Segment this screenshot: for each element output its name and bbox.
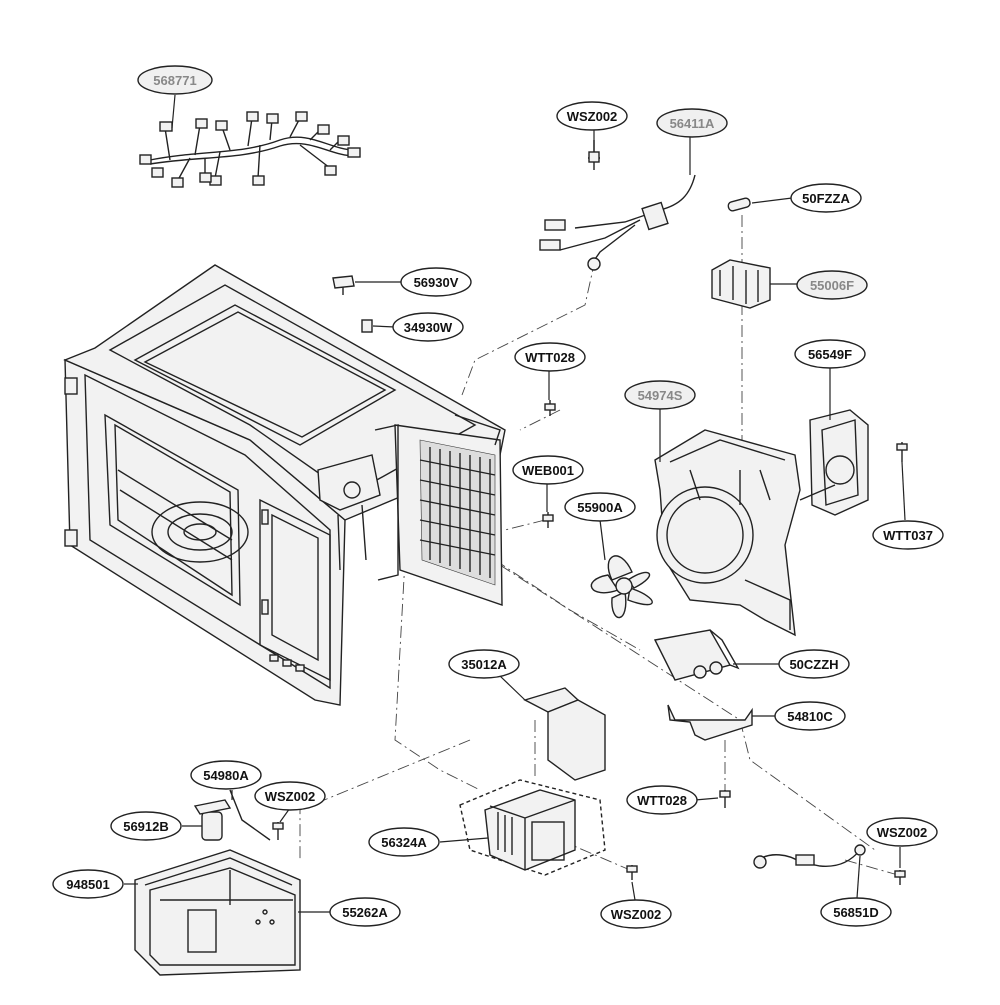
wire-56851D (753, 844, 866, 869)
magnetron-56324A (459, 779, 606, 876)
callout-55900A: 55900A (564, 492, 636, 522)
svg-text:WEB001: WEB001 (522, 463, 574, 478)
callout-54974S: 54974S (624, 380, 696, 410)
callout-56930V: 56930V (400, 267, 472, 297)
svg-text:56324A: 56324A (381, 835, 427, 850)
svg-text:56851D: 56851D (833, 905, 879, 920)
svg-text:56912B: 56912B (123, 819, 169, 834)
callout-WSZ002-right: WSZ002 (866, 817, 938, 847)
svg-text:50FZZA: 50FZZA (802, 191, 850, 206)
screw-WTT028-lower (719, 790, 731, 808)
callout-35012A: 35012A (448, 649, 520, 679)
callout-WSZ002-left: WSZ002 (254, 781, 326, 811)
hv-capacitor-50CZZH (653, 629, 740, 681)
fuse-holder-55006F (711, 259, 771, 309)
callout-56912B: 56912B (110, 811, 182, 841)
svg-text:WSZ002: WSZ002 (265, 789, 316, 804)
svg-text:568771: 568771 (153, 73, 196, 88)
capacitor-bracket-54810C (667, 704, 753, 741)
svg-text:56411A: 56411A (670, 116, 715, 131)
fan-motor-56549F (799, 409, 869, 516)
thermal-cutoff-56930V (332, 275, 355, 295)
fuse-50FZZA (727, 197, 751, 212)
fuse-56912B (193, 799, 232, 841)
svg-text:WSZ002: WSZ002 (567, 109, 618, 124)
callout-WEB001: WEB001 (512, 455, 584, 485)
svg-text:948501: 948501 (66, 877, 109, 892)
callout-54810C: 54810C (774, 701, 846, 731)
callout-50FZZA: 50FZZA (790, 183, 862, 213)
fan-blade-55900A (590, 555, 653, 619)
svg-text:WTT028: WTT028 (637, 793, 687, 808)
screw-WSZ002-bottom (626, 865, 638, 880)
svg-text:55006F: 55006F (810, 278, 854, 293)
lamp-socket-34930W (361, 319, 373, 333)
svg-text:WSZ002: WSZ002 (611, 907, 662, 922)
air-guide-54974S (654, 429, 801, 637)
power-cord-assembly-56411A (539, 140, 696, 271)
svg-text:54974S: 54974S (638, 388, 683, 403)
callout-WTT028-upper: WTT028 (514, 342, 586, 372)
callout-34930W: 34930W (392, 312, 464, 342)
oven-cavity-cabinet (63, 264, 506, 706)
callout-WSZ002-cord: WSZ002 (556, 101, 628, 131)
wire-harness-568771 (139, 111, 361, 188)
callout-WSZ002-bottom: WSZ002 (600, 899, 672, 929)
callout-55006F: 55006F (796, 270, 868, 300)
leader-lines (124, 94, 906, 913)
callout-50CZZH: 50CZZH (778, 649, 850, 679)
callout-56411A: 56411A (656, 108, 728, 138)
svg-text:WTT037: WTT037 (883, 528, 933, 543)
wire-54980A (229, 789, 271, 841)
callout-56851D: 56851D (820, 897, 892, 927)
svg-text:34930W: 34930W (404, 320, 453, 335)
svg-text:35012A: 35012A (461, 657, 507, 672)
transformer-55262A (149, 867, 296, 966)
callout-948501: 948501 (52, 869, 124, 899)
svg-text:54980A: 54980A (203, 768, 249, 783)
assembly-guide-lines (299, 215, 899, 876)
bracket-35012A (523, 687, 606, 781)
callout-56549F: 56549F (794, 339, 866, 369)
screw-WTT037 (896, 442, 908, 462)
svg-text:56930V: 56930V (414, 275, 459, 290)
screw-WEB001 (542, 512, 554, 528)
screw-WTT028-upper (544, 400, 556, 416)
svg-text:WTT028: WTT028 (525, 350, 575, 365)
screw-WSZ002-right (894, 870, 906, 885)
screw-WSZ002-left (272, 822, 284, 840)
callout-54980A: 54980A (190, 760, 262, 790)
callout-55262A: 55262A (329, 897, 401, 927)
callout-56324A: 56324A (368, 827, 440, 857)
svg-text:WSZ002: WSZ002 (877, 825, 928, 840)
svg-text:55900A: 55900A (577, 500, 623, 515)
callout-WTT037: WTT037 (872, 520, 944, 550)
svg-text:50CZZH: 50CZZH (789, 657, 838, 672)
callout-WTT028-lower: WTT028 (626, 785, 698, 815)
svg-text:54810C: 54810C (787, 709, 833, 724)
callout-568771: 568771 (137, 65, 213, 95)
svg-text:55262A: 55262A (342, 905, 388, 920)
svg-text:56549F: 56549F (808, 347, 852, 362)
